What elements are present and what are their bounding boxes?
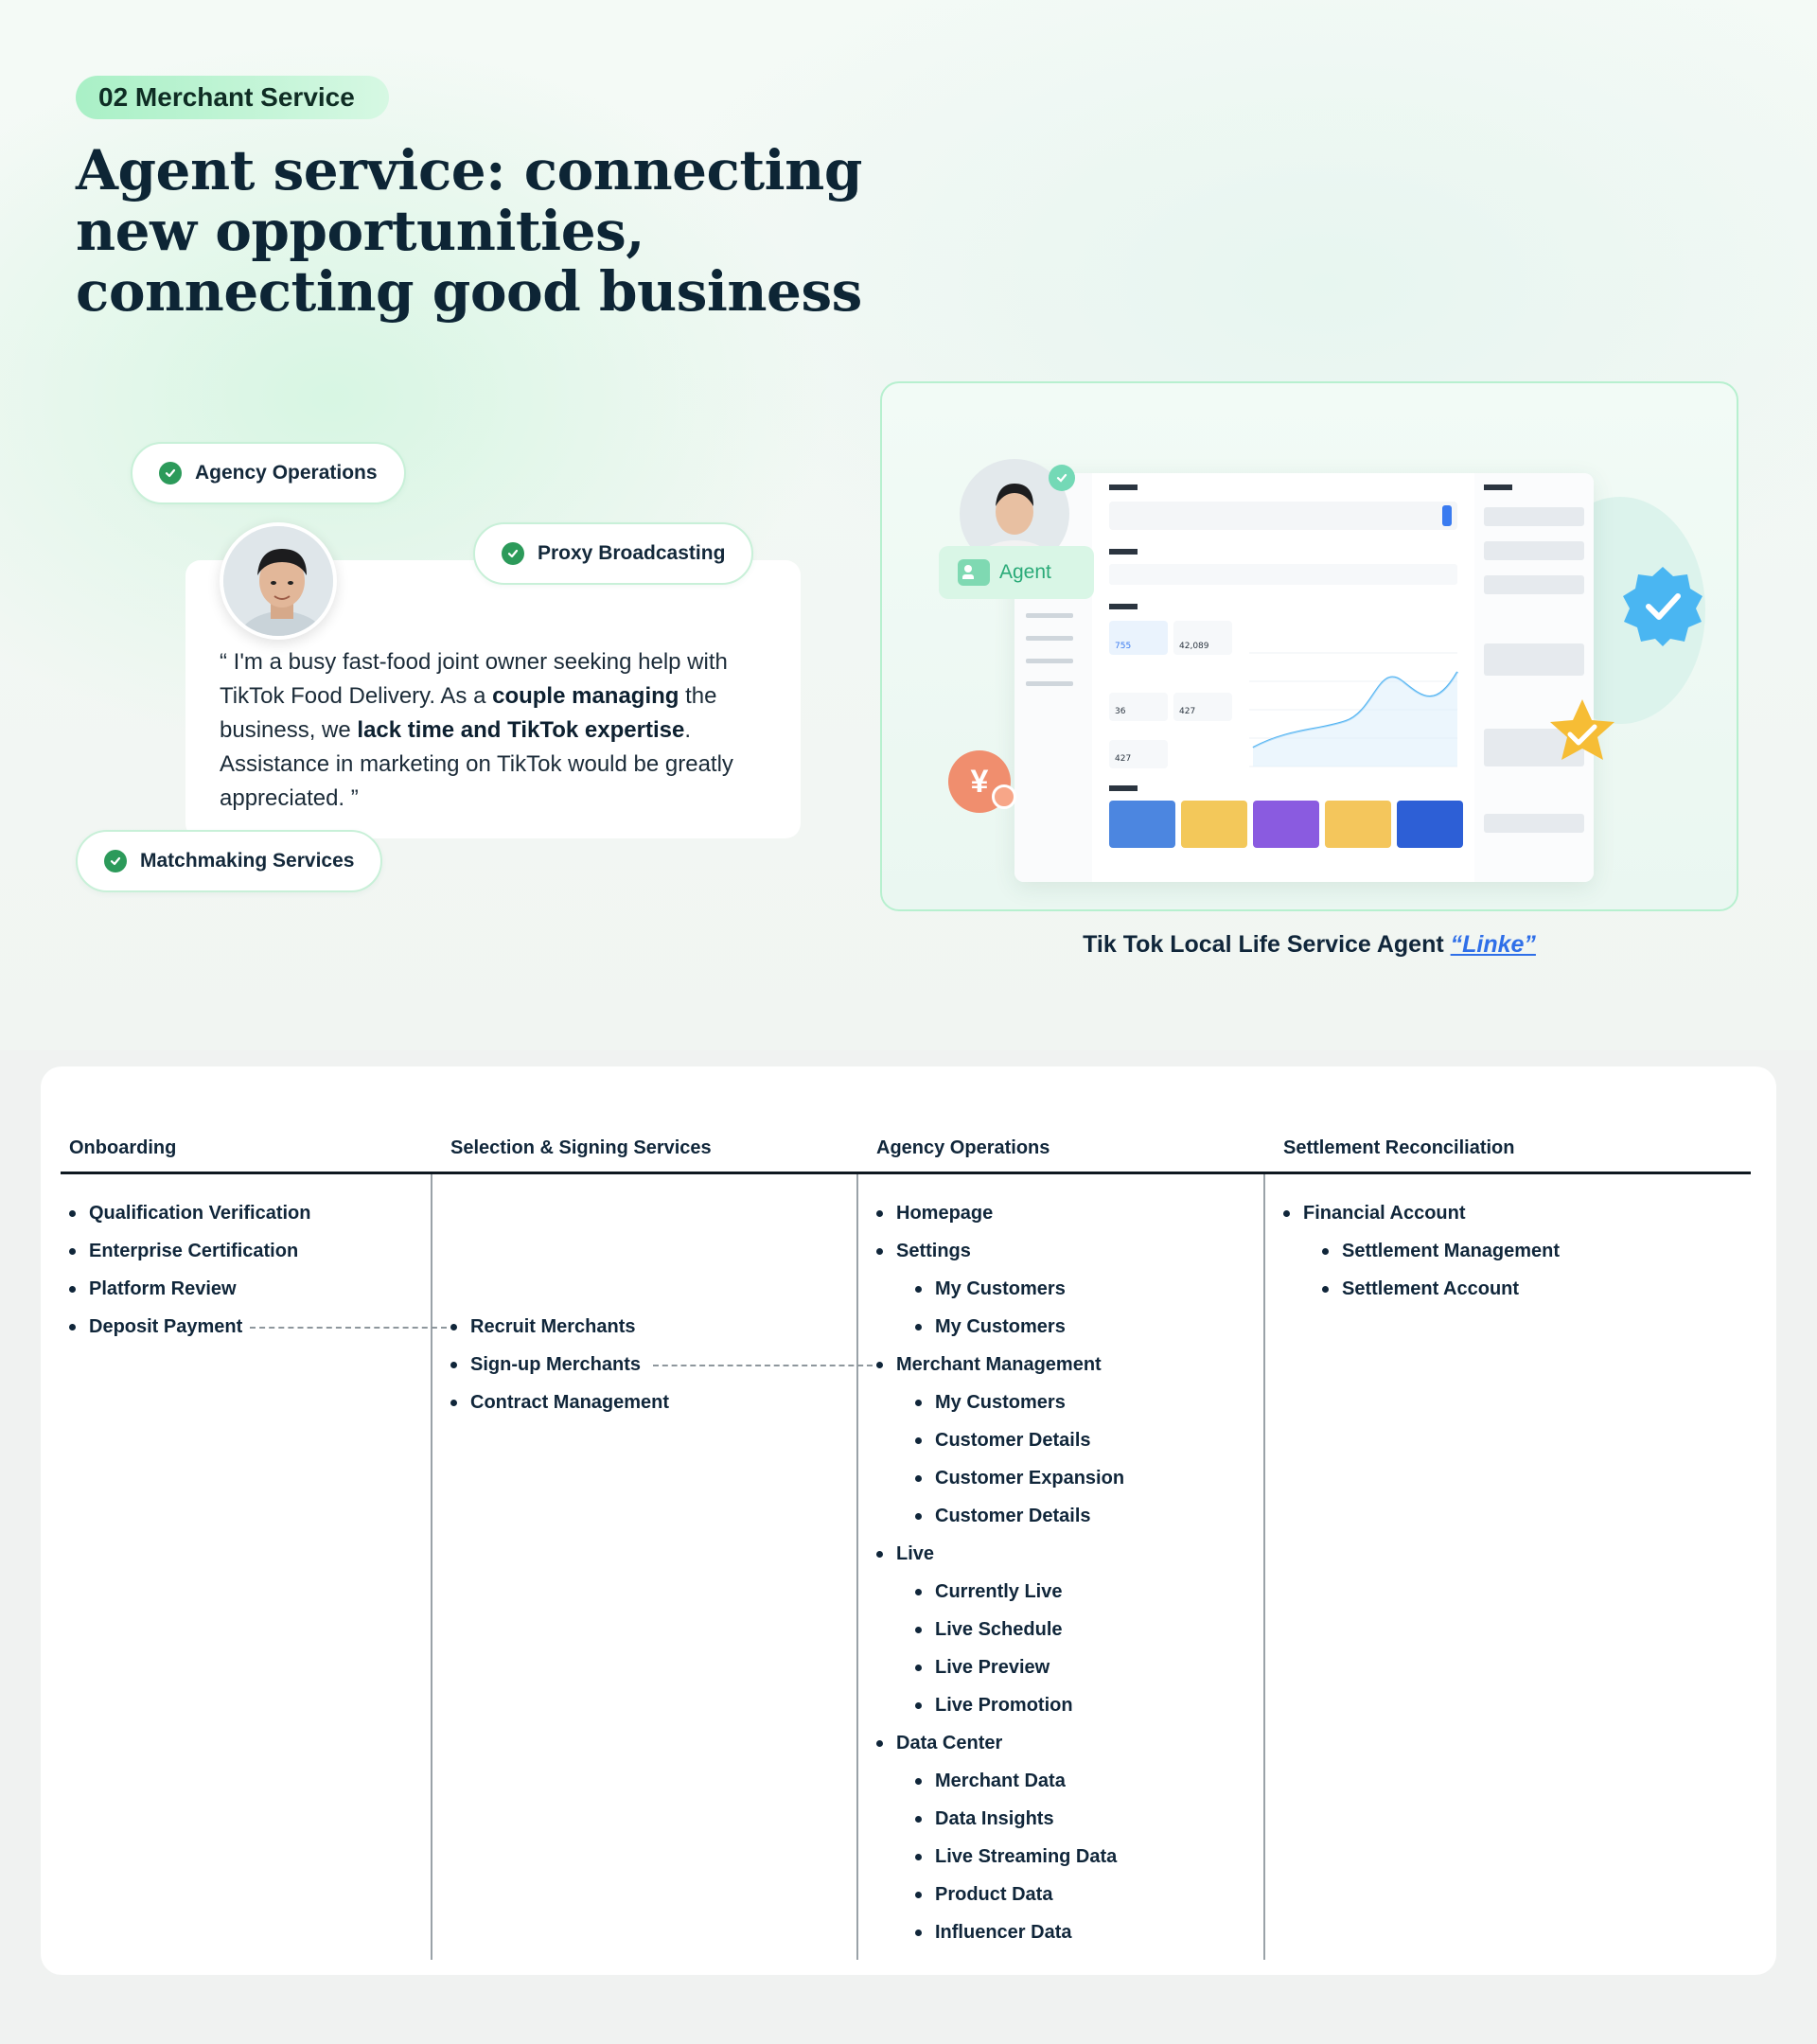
- coin-check-icon: [992, 784, 1016, 809]
- agent-id-icon: [958, 559, 990, 586]
- list-item: My Customers: [915, 1391, 1066, 1414]
- agent-label: Agent: [999, 561, 1051, 583]
- hero-title-line: new opportunities,: [76, 199, 644, 263]
- connector-signup-to-merchant-mgmt: [653, 1365, 873, 1366]
- quote-text-segment: the business, we: [220, 683, 717, 743]
- metric-value: 36: [1115, 707, 1126, 716]
- chip-matchmaking-services: Matchmaking Services: [76, 830, 383, 892]
- column-divider: [856, 1174, 858, 1960]
- check-icon: [159, 462, 182, 485]
- list-item: Financial Account: [1283, 1202, 1466, 1225]
- dashboard-wireframe: 755 42,089 36 427 427: [1014, 473, 1594, 882]
- list-item: Enterprise Certification: [69, 1240, 298, 1262]
- list-item: Qualification Verification: [69, 1202, 311, 1225]
- caption-text: Tik Tok Local Life Service Agent: [1083, 931, 1451, 958]
- quote-text-segment: “ I'm a busy fast-food joint owner seeki…: [220, 649, 728, 709]
- column-divider: [1263, 1174, 1265, 1960]
- list-item: Data Insights: [915, 1807, 1054, 1830]
- metric-value: 427: [1179, 707, 1195, 716]
- list-item: Influencer Data: [915, 1921, 1071, 1944]
- column-divider: [431, 1174, 432, 1960]
- list-item: Product Data: [915, 1883, 1052, 1906]
- list-item: My Customers: [915, 1315, 1066, 1338]
- list-item: Settlement Management: [1322, 1240, 1560, 1262]
- dashboard-screenshot-frame: 755 42,089 36 427 427: [880, 381, 1738, 911]
- quote-text-segment: . Assistance in marketing on TikTok woul…: [220, 717, 733, 811]
- list-item: Merchant Management: [876, 1353, 1102, 1376]
- list-item: Merchant Data: [915, 1770, 1066, 1792]
- testimonial-quote: “ I'm a busy fast-food joint owner seeki…: [220, 645, 759, 816]
- linke-link[interactable]: “Linke”: [1450, 931, 1536, 958]
- list-item: Customer Details: [915, 1505, 1091, 1527]
- avatar: [220, 522, 337, 640]
- person-portrait-icon: [223, 526, 333, 636]
- showcase-caption: Tik Tok Local Life Service Agent “Linke”: [880, 931, 1738, 959]
- check-icon: [104, 850, 127, 872]
- chip-agency-operations: Agency Operations: [131, 442, 406, 504]
- blue-verified-badge-icon: [1623, 567, 1702, 646]
- dashboard-mockup: 755 42,089 36 427 427: [1014, 473, 1594, 882]
- column-header-settlement: Settlement Reconciliation: [1283, 1137, 1515, 1158]
- column-header-agency-operations: Agency Operations: [876, 1137, 1050, 1158]
- hero-title-line: Agent service: connecting: [76, 138, 862, 203]
- list-item: Settings: [876, 1240, 971, 1262]
- verified-check-icon: [1049, 465, 1075, 491]
- list-item: My Customers: [915, 1278, 1066, 1300]
- list-item: Data Center: [876, 1732, 1002, 1754]
- chip-label: Matchmaking Services: [140, 850, 355, 872]
- hero-title-line: connecting good business: [76, 259, 862, 324]
- list-item: Live Streaming Data: [915, 1845, 1117, 1868]
- list-item: Live Promotion: [915, 1694, 1073, 1717]
- metric-value: 427: [1115, 754, 1131, 764]
- hero-title: Agent service: connecting new opportunit…: [76, 140, 927, 322]
- list-item: Customer Details: [915, 1429, 1091, 1452]
- quote-emphasis: couple managing: [492, 683, 679, 709]
- list-item: Live Schedule: [915, 1618, 1063, 1641]
- chip-label: Agency Operations: [195, 462, 378, 484]
- list-item: Settlement Account: [1322, 1278, 1519, 1300]
- list-item: Sign-up Merchants: [450, 1353, 641, 1376]
- list-item: Live: [876, 1542, 934, 1565]
- connector-deposit-to-recruit: [250, 1327, 447, 1329]
- list-item: Deposit Payment: [69, 1315, 242, 1338]
- agent-badge: Agent: [939, 546, 1094, 599]
- metric-value: 755: [1115, 642, 1131, 651]
- chip-proxy-broadcasting: Proxy Broadcasting: [473, 522, 754, 585]
- column-header-selection-signing: Selection & Signing Services: [450, 1137, 712, 1158]
- quote-emphasis: lack time and TikTok expertise: [357, 717, 685, 743]
- section-tag: 02 Merchant Service: [76, 76, 389, 119]
- list-item: Live Preview: [915, 1656, 1050, 1679]
- list-item: Recruit Merchants: [450, 1315, 636, 1338]
- list-item: Customer Expansion: [915, 1467, 1124, 1489]
- list-item: Contract Management: [450, 1391, 669, 1414]
- chip-label: Proxy Broadcasting: [538, 542, 726, 564]
- list-item: Platform Review: [69, 1278, 237, 1300]
- column-header-onboarding: Onboarding: [69, 1137, 177, 1158]
- metric-value: 42,089: [1179, 642, 1209, 651]
- gold-star-badge-icon: [1550, 699, 1614, 760]
- list-item: Homepage: [876, 1202, 993, 1225]
- check-icon: [502, 542, 524, 565]
- header-divider: [61, 1172, 1751, 1174]
- list-item: Currently Live: [915, 1580, 1062, 1603]
